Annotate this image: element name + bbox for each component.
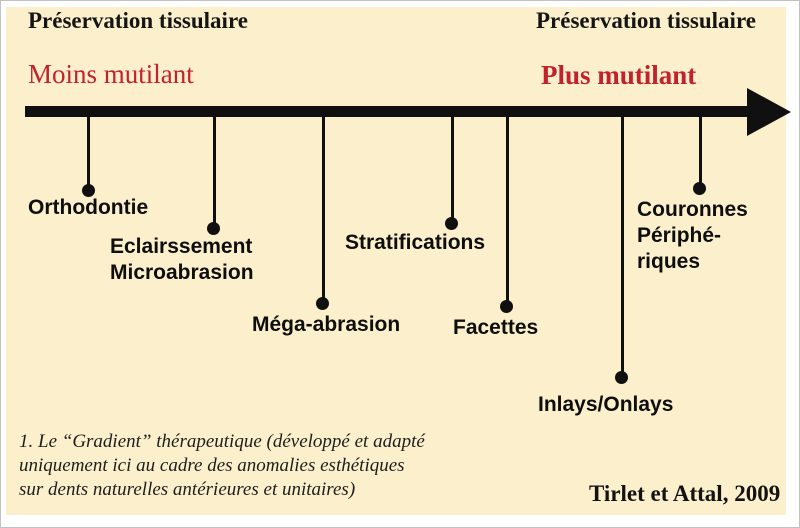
item-label-mega-abrasion: Méga-abrasion (252, 313, 401, 336)
item-label-couronnes-peripheriques: Couronnes Périphé- riques (637, 198, 748, 273)
drop-dot-eclairssement (207, 222, 220, 235)
item-label-stratifications: Stratifications (345, 231, 486, 254)
drop-dot-facettes (500, 300, 513, 313)
figure-background (6, 7, 786, 515)
item-label-facettes: Facettes (453, 316, 539, 339)
axis-label-moins-mutilant: Moins mutilant (28, 59, 194, 89)
drop-line-facettes (506, 117, 509, 301)
drop-dot-mega-abrasion (316, 297, 329, 310)
axis-label-plus-mutilant: Plus mutilant (541, 60, 697, 90)
drop-line-stratifications (451, 117, 454, 218)
item-label-inlays-onlays: Inlays/Onlays (538, 393, 674, 416)
timeline-arrow-shaft (25, 106, 749, 117)
figure-credit: Tirlet et Attal, 2009 (589, 481, 781, 506)
item-label-eclairssement-microabrasion: Eclairssement Microabrasion (110, 235, 254, 284)
drop-line-inlays-onlays (621, 117, 624, 372)
drop-line-eclairssement (213, 117, 216, 223)
drop-line-couronnes (699, 117, 702, 183)
drop-dot-stratifications (445, 217, 458, 230)
item-label-orthodontie: Orthodontie (28, 196, 149, 219)
drop-dot-orthodontie (82, 184, 95, 197)
drop-dot-inlays-onlays (615, 371, 628, 384)
drop-line-mega-abrasion (322, 117, 325, 298)
figure-caption: 1. Le “Gradient” thérapeutique (développ… (19, 431, 425, 500)
drop-dot-couronnes (693, 182, 706, 195)
title-preservation-right: Préservation tissulaire (536, 8, 756, 33)
drop-line-orthodontie (87, 117, 90, 185)
title-preservation-left: Préservation tissulaire (28, 8, 248, 33)
timeline-arrow-head-icon (747, 88, 791, 136)
